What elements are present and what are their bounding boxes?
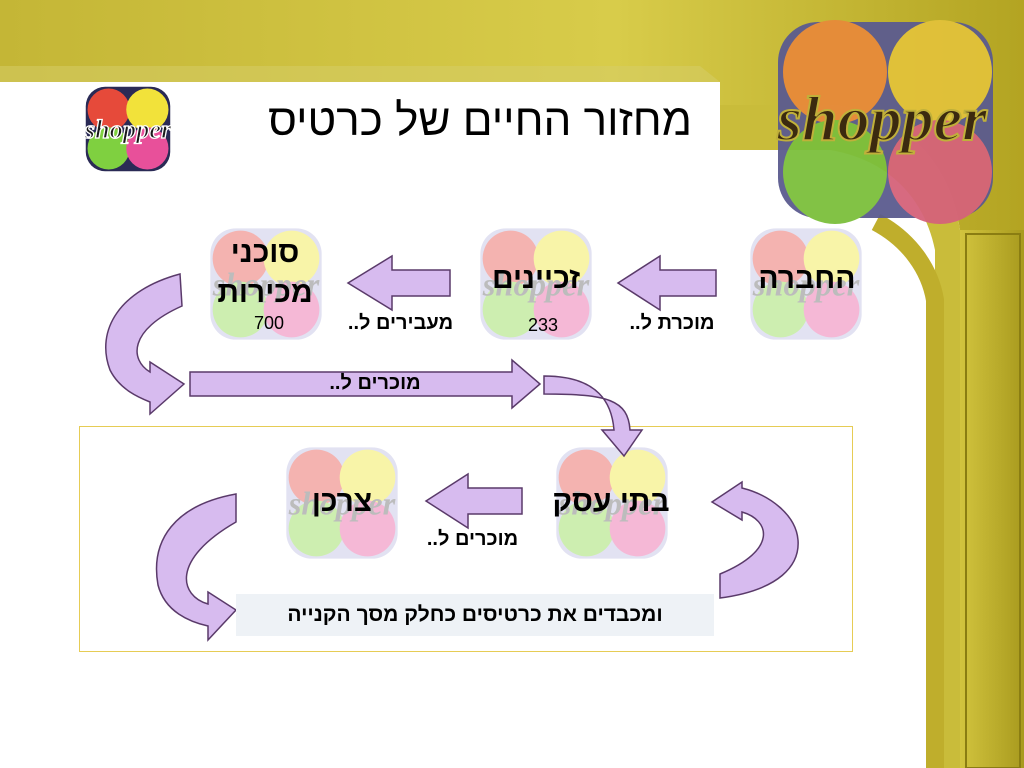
- page-title: מחזור החיים של כרטיס: [268, 96, 692, 145]
- shopper-logo: shopper: [83, 84, 173, 174]
- node-franchisees-label: זכיינים: [491, 262, 581, 295]
- arrow-businesses-to-consumer: [424, 472, 523, 530]
- title-background: [172, 84, 720, 176]
- edge-agents-businesses-label: מוכרים ל..: [329, 372, 421, 394]
- svg-text:shopper: shopper: [288, 487, 396, 523]
- sales-agents-logo: shopper: [208, 226, 324, 342]
- franchisees-logo: shopper: [478, 226, 594, 342]
- node-agents-count: 700: [253, 313, 285, 333]
- arrow-company-to-franchisees: [616, 254, 717, 312]
- svg-text:shopper: shopper: [482, 268, 590, 304]
- consumer-section-frame: [79, 426, 853, 652]
- consumer-logo: shopper: [284, 445, 400, 561]
- node-agents-label-line2: מכירות: [217, 276, 313, 309]
- svg-text:shopper: shopper: [212, 268, 320, 304]
- svg-text:shopper: shopper: [752, 268, 860, 304]
- curved-arrow-consumer: [155, 493, 238, 642]
- node-agents-label-line1: סוכני: [230, 236, 300, 269]
- edge-businesses-consumer-label: מוכרים ל..: [426, 528, 519, 550]
- arrow-franchisees-to-agents: [346, 254, 451, 312]
- node-consumer-label: צרכן: [311, 485, 373, 518]
- node-franchisees-count: 233: [527, 315, 559, 335]
- arrow-agents-to-businesses: [189, 358, 542, 410]
- businesses-logo: shopper: [554, 445, 670, 561]
- node-businesses-label: בתי עסק: [552, 485, 670, 518]
- node-company-label: החברה: [758, 262, 856, 295]
- curved-arrow-to-businesses-loop: [710, 480, 799, 599]
- svg-text:shopper: shopper: [84, 114, 172, 144]
- bottom-caption: ומכבדים את כרטיסים כחלק מסך הקנייה: [236, 594, 714, 636]
- svg-text:shopper: shopper: [558, 487, 666, 523]
- company-logo: shopper: [748, 226, 864, 342]
- svg-text:shopper: shopper: [776, 83, 988, 154]
- edge-company-franchisees-label: מוכרת ל..: [629, 312, 715, 334]
- curved-arrow-agents: [105, 273, 186, 416]
- curved-arrow-to-businesses: [543, 375, 644, 458]
- edge-franchisees-agents-label: מעבירים ל..: [347, 312, 454, 334]
